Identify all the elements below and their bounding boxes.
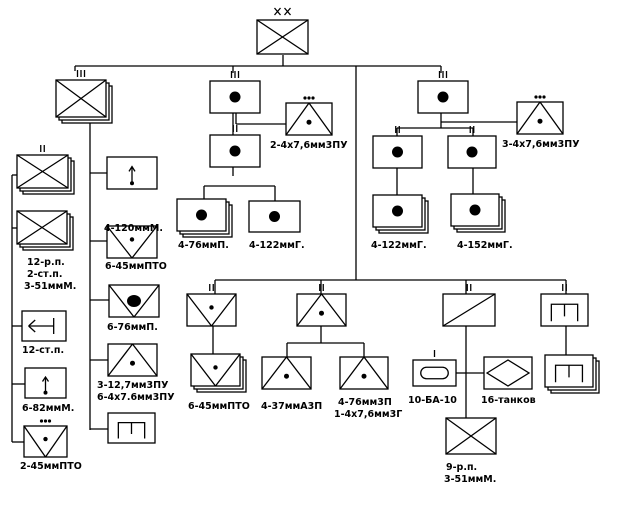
unit-aa-co (107, 343, 158, 377)
echelon-marker (303, 96, 315, 100)
label-aa-co-2: 6-4х7.6мм3ПУ (97, 392, 175, 403)
echelon-marker (562, 284, 567, 291)
label-comms-co: 12-ст.п. (22, 345, 64, 356)
unit-atbn-co (190, 353, 247, 393)
unit-division (256, 7, 309, 55)
unit-rifle-regt (55, 70, 113, 124)
label-bn-b3: 4-122ммГ. (371, 240, 427, 251)
label-bn-a2: 4-76ммП. (178, 240, 229, 251)
label-arm-rifle-2: 3-51ммМ. (444, 474, 496, 485)
echelon-marker (39, 419, 52, 423)
label-rifle-cos-3: 3-51ммМ. (24, 281, 76, 292)
unit-ba (412, 350, 457, 387)
echelon-marker (534, 95, 546, 99)
unit-symbols (16, 7, 600, 458)
unit-tanks (483, 356, 533, 390)
unit-bn-a3 (248, 200, 301, 233)
label-at45-co: 6-45ммПТО (105, 261, 167, 272)
label-aa1: 2-4х7,6мм3ПУ (270, 140, 348, 151)
unit-gun76-co (108, 284, 160, 318)
unit-eng-co (107, 412, 156, 444)
echelon-marker (319, 284, 324, 291)
label-rifle-cos-1: 12-р.п. (27, 257, 65, 268)
unit-labels: 4-120ммМ. 6-45ммПТО 6-76ммП. 3-12,7мм3ПУ… (20, 139, 580, 485)
unit-bn-a1 (209, 125, 261, 168)
label-aabn-c2-1: 4-76мм3П (338, 397, 392, 408)
label-atbn-co: 6-45ммПТО (188, 401, 250, 412)
unit-rifle-bn (16, 145, 75, 195)
unit-arm-rifle (445, 417, 497, 455)
unit-bn-b3 (372, 194, 429, 234)
echelon-marker (469, 126, 475, 133)
echelon-marker (232, 125, 238, 132)
unit-engbn (540, 284, 589, 327)
echelon-marker (230, 71, 240, 78)
label-aabn-c1: 4-37ммА3П (261, 401, 322, 412)
unit-aabn-c2 (339, 356, 389, 390)
echelon-marker (274, 7, 291, 16)
echelon-marker (209, 284, 214, 291)
echelon-marker (438, 71, 448, 78)
label-mortar120: 4-120ммМ. (104, 223, 163, 234)
connector-lines (11, 55, 567, 443)
label-arm-rifle-1: 9-р.п. (446, 462, 477, 473)
echelon-marker (40, 145, 45, 152)
label-tanks: 16-танков (481, 395, 536, 406)
echelon-marker (395, 126, 400, 133)
unit-bn-b4 (450, 193, 506, 233)
unit-engbn-co (544, 354, 600, 394)
unit-aa2 (516, 95, 564, 135)
unit-atbn (186, 284, 237, 327)
label-gun76-co: 6-76ммП. (107, 322, 158, 333)
unit-art-regt1 (209, 71, 261, 114)
unit-at45-co (106, 225, 158, 259)
label-rifle-cos-2: 2-ст.п. (27, 269, 62, 280)
unit-aabn-c1 (261, 356, 312, 390)
unit-aabn (296, 284, 347, 327)
label-bn-a3: 4-122ммГ. (249, 240, 305, 251)
unit-bn-b2 (447, 126, 497, 169)
label-at45-plt: 2-45ммПТО (20, 461, 82, 472)
unit-mortar120 (106, 156, 158, 190)
unit-armbn (442, 284, 496, 327)
echelon-marker (76, 70, 86, 77)
unit-comms-co (21, 310, 67, 342)
unit-bn-a2 (176, 198, 233, 238)
unit-rifle-cos (16, 210, 74, 251)
label-aa-co-1: 3-12,7мм3ПУ (97, 380, 169, 391)
label-aabn-c2-2: 1-4х7,6мм3Г (334, 409, 402, 420)
label-ba: 10-БА-10 (408, 395, 457, 406)
echelon-marker (466, 284, 472, 291)
unit-aa1 (285, 96, 333, 136)
unit-mortar82 (24, 367, 67, 399)
label-aa2: 3-4х7,6мм3ПУ (502, 139, 580, 150)
unit-art-regt2 (417, 71, 469, 114)
label-mortar82: 6-82ммМ. (22, 403, 74, 414)
unit-bn-b1 (372, 126, 423, 169)
label-bn-b4: 4-152ммГ. (457, 240, 513, 251)
unit-at45-plt (23, 419, 68, 458)
